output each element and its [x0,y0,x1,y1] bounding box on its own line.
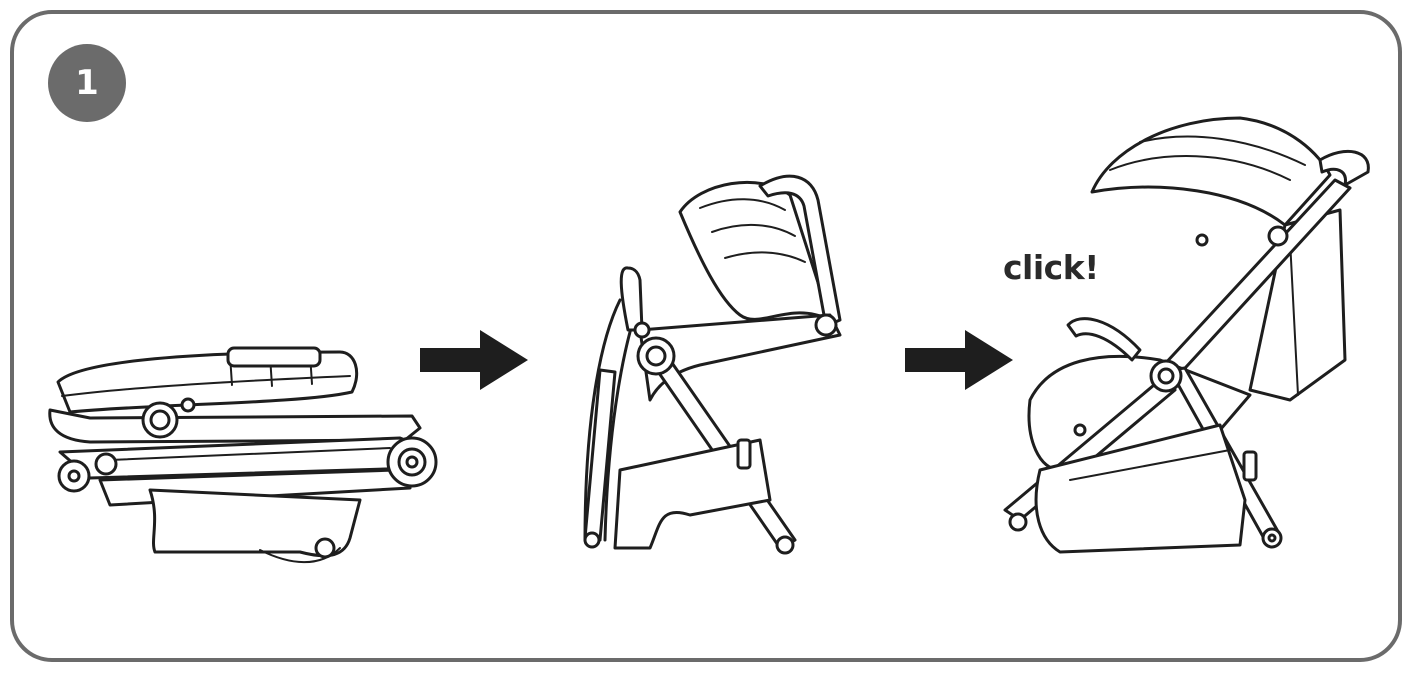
unfolded-stroller-icon [1003,116,1370,554]
folded-stroller-icon [48,346,438,564]
step-number-badge: 1 [48,44,126,122]
click-annotation: click! [1003,248,1099,287]
right-arrow-icon [420,330,528,390]
right-arrow-icon [905,330,1013,390]
half-unfolded-stroller-icon [583,174,842,555]
